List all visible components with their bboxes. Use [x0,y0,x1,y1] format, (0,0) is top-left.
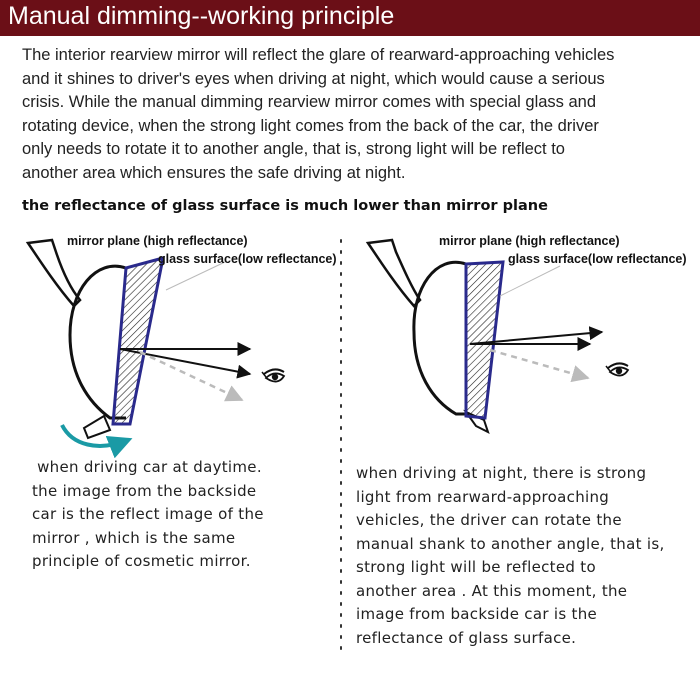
intro-paragraph: The interior rearview mirror will reflec… [22,44,682,185]
intro-line: only needs to rotate it to another angle… [22,140,565,158]
manual-shank [82,414,112,440]
intro-line: and it shines to driver's eyes when driv… [22,69,605,88]
caption-line: mirror , which is the same [32,528,236,547]
caption-line: when driving car at daytime. [32,458,262,476]
caption-line: car is the reflect image of the [32,505,264,523]
reflect-ray-dashed [139,350,244,402]
left-caption: when driving car at daytime. the image f… [32,456,264,574]
reflect-ray-dashed [489,348,590,383]
title-bar: Manual dimming--working principle [0,0,700,36]
reflect-ray-lower [469,326,604,345]
rotate-arrow [60,424,133,459]
caption-line: manual shank to another angle, that is, [356,534,665,553]
caption-line: strong light will be reflected to [356,558,596,576]
intro-line: crisis. While the manual dimming rearvie… [22,93,597,111]
right-mirror-plane-label: mirror plane (high reflectance) [439,234,620,248]
section-subheading: the reflectance of glass surface is much… [22,198,548,214]
left-mirror-plane-label: mirror plane (high reflectance) [67,234,248,248]
left-glass-surface-label: glass surface(low reflectance) [158,252,337,266]
caption-line: light from rearward-approaching [356,487,610,506]
left-mirror-diagram: mirror plane (high reflectance) glass su… [25,234,337,459]
mirror-mount-arm [365,238,422,308]
eye-icon [261,368,286,383]
intro-line: another area which ensures the safe driv… [22,163,406,182]
caption-line: another area . At this moment, the [356,581,628,600]
mirror-mount-arm [25,238,82,308]
intro-line: rotating device, when the strong light c… [22,116,599,135]
caption-line: the image from the backside [32,481,257,500]
caption-line: image from backside car is the [356,605,598,623]
glass-surface [464,260,505,420]
page-title: Manual dimming--working principle [8,2,395,30]
right-glass-surface-label: glass surface(low reflectance) [508,252,687,266]
glass-surface [111,255,165,426]
caption-line: vehicles, the driver can rotate the [356,511,622,529]
caption-line: principle of cosmetic mirror. [32,552,251,570]
mirror-housing [412,260,470,416]
right-mirror-diagram: mirror plane (high reflectance) glass su… [365,234,687,434]
caption-line: when driving at night, there is strong [356,464,647,482]
eye-icon [605,362,630,377]
caption-line: reflectance of glass surface. [356,628,577,647]
mirror-housing [68,264,127,420]
intro-line: The interior rearview mirror will reflec… [22,46,615,64]
right-caption: when driving at night, there is strong l… [356,462,665,650]
